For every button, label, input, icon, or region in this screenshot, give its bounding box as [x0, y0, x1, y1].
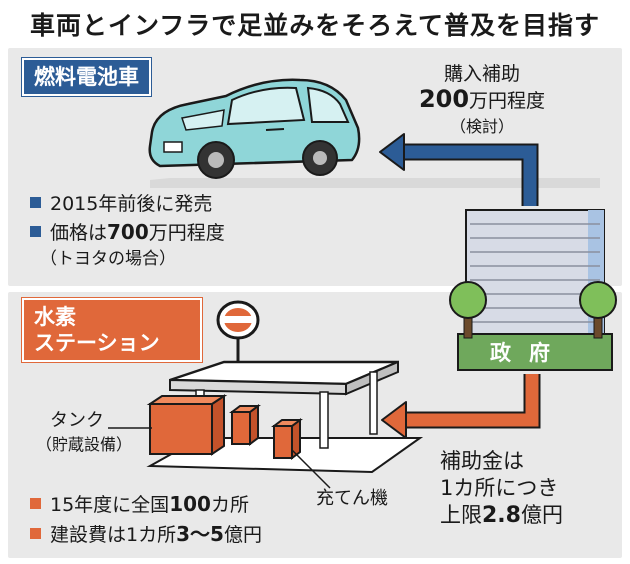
car-icon	[148, 78, 600, 188]
bullet-square-icon	[30, 498, 41, 509]
tank-note: （貯蔵設備）	[36, 435, 133, 454]
tank-label: タンク	[50, 410, 104, 431]
bullet-square-icon	[30, 226, 41, 237]
station-subsidy-text: 補助金は 1カ所につき 上限2.8億円	[440, 449, 563, 528]
government-label: 政府	[490, 341, 568, 365]
station-label: 水素 ステーション	[22, 298, 202, 362]
subsidy-arrow-orange	[381, 374, 541, 439]
subsidy-arrow-blue	[379, 133, 539, 206]
station-bullet-count: 15年度に全国100カ所	[30, 492, 249, 517]
bullet-square-icon	[30, 197, 41, 208]
fcv-bullet-release: 2015年前後に発売	[30, 192, 212, 216]
fcv-label: 燃料電池車	[22, 58, 151, 96]
station-bullet-cost: 建設費は1カ所3～5億円	[30, 522, 262, 547]
hydrogen-station-icon	[108, 300, 424, 489]
tree-icon	[449, 281, 617, 339]
page-title: 車両とインフラで足並みをそろえて普及を目指す	[29, 11, 600, 40]
dispenser-label: 充てん機	[316, 488, 388, 509]
purchase-subsidy-text: 購入補助 200万円程度 （検討）	[418, 63, 546, 136]
bullet-square-icon	[30, 528, 41, 539]
fcv-bullet-price: 価格は700万円程度	[30, 220, 225, 245]
government-building-icon	[457, 209, 613, 371]
fcv-note: （トヨタの場合）	[40, 249, 176, 269]
